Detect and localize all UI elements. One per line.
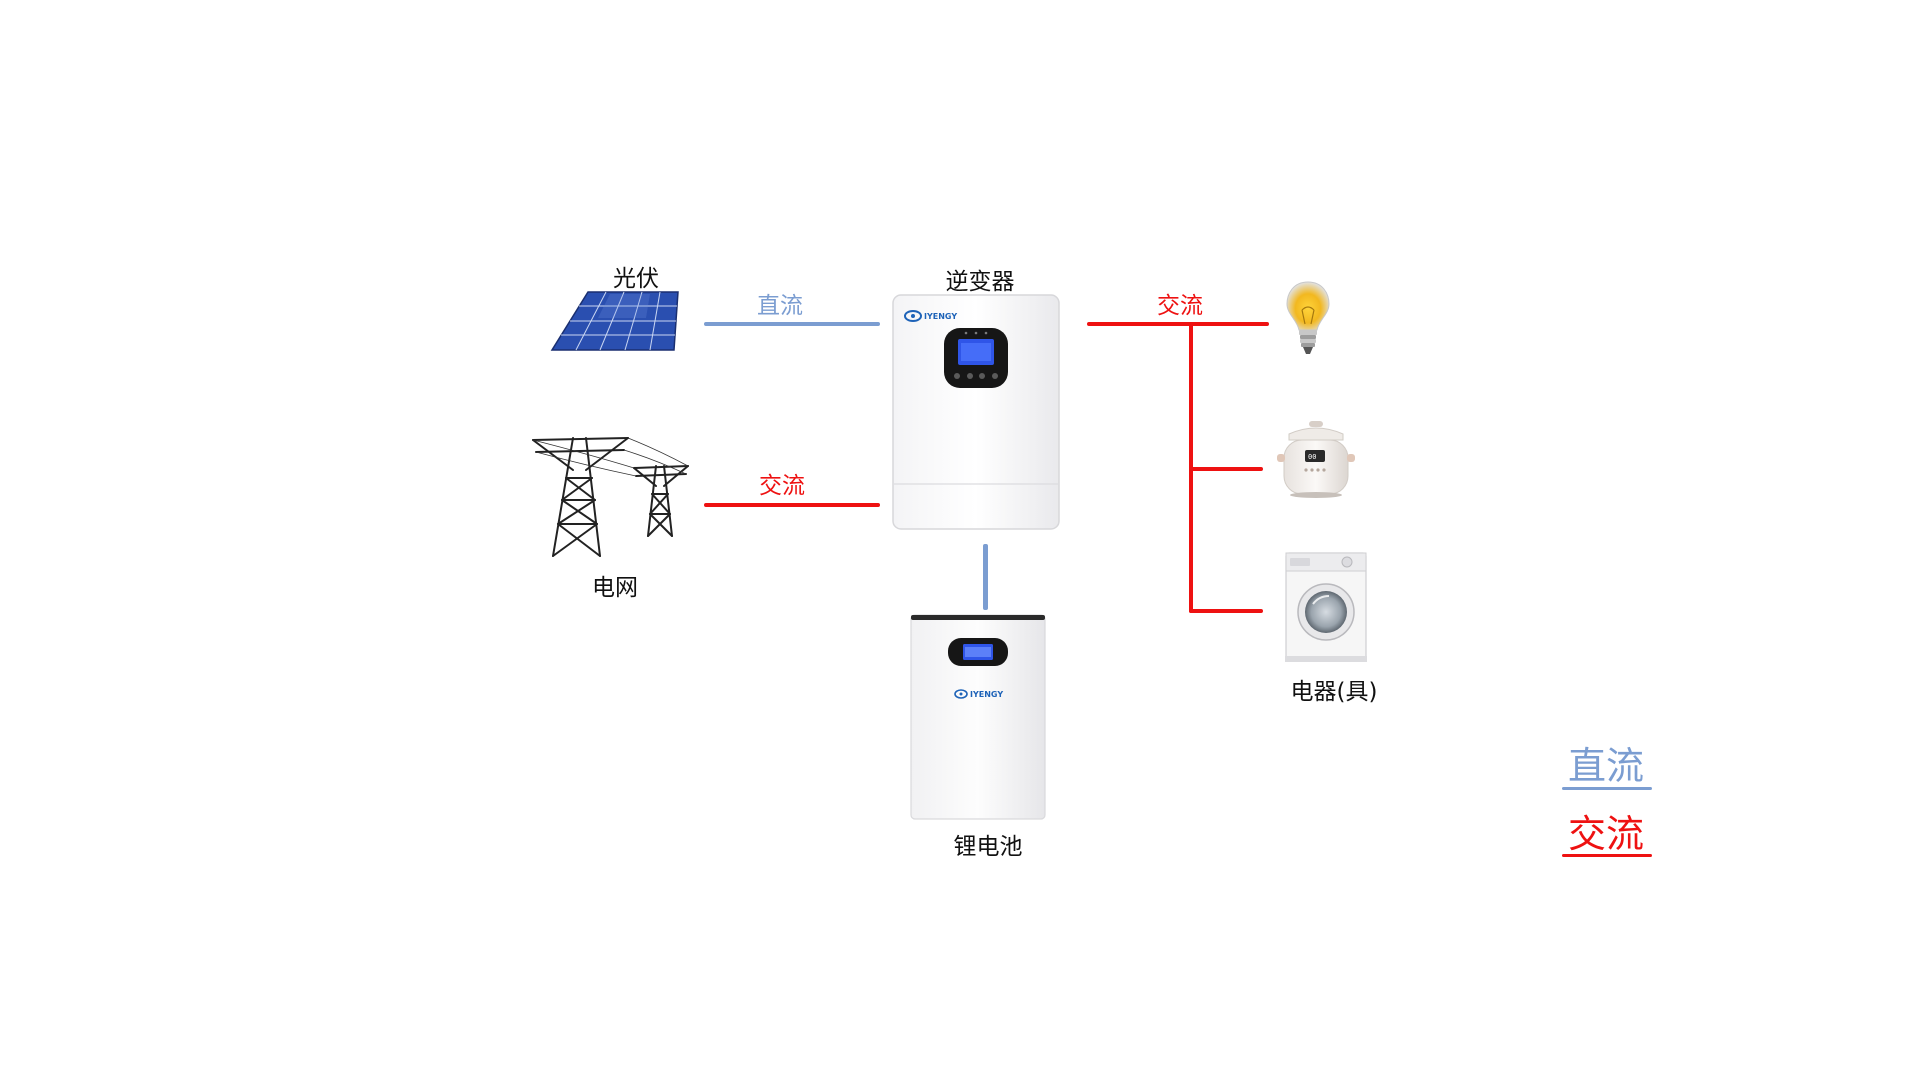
legend-ac-line	[1562, 854, 1652, 857]
pv-label: 光伏	[613, 266, 659, 292]
inverter-label: 逆变器	[945, 269, 1015, 295]
legend-dc-line	[1562, 787, 1652, 790]
legend-dc-text: 直流	[1567, 744, 1645, 788]
dc-line-pv-inverter	[704, 322, 880, 326]
ac-branch-washer	[1189, 609, 1263, 613]
light-bulb-icon	[1286, 281, 1330, 354]
flow-label-load-ac: 交流	[1157, 293, 1203, 319]
svg-text:IYENGY: IYENGY	[970, 690, 1003, 699]
battery-label: 锂电池	[953, 834, 1023, 860]
ac-line-grid-inverter	[704, 503, 880, 507]
washing-machine-icon	[1285, 552, 1367, 662]
grid-label: 电网	[592, 575, 638, 601]
ac-branch-cooker	[1189, 467, 1263, 471]
rice-cooker-icon: 00	[1277, 421, 1355, 498]
appliances-label: 电器(具)	[1290, 679, 1378, 705]
svg-text:IYENGY: IYENGY	[924, 312, 957, 321]
flow-label-pv-dc: 直流	[757, 293, 803, 319]
power-tower-icon	[532, 437, 689, 557]
legend-ac-text: 交流	[1567, 812, 1645, 856]
solar-panel-icon	[550, 291, 679, 351]
dc-line-inverter-battery	[983, 544, 988, 610]
flow-label-grid-ac: 交流	[759, 473, 805, 499]
svg-text:00: 00	[1308, 453, 1316, 461]
inverter-icon: IYENGY	[892, 294, 1060, 530]
battery-cabinet-icon: IYENGY	[910, 614, 1046, 820]
ac-line-inverter-load	[1087, 322, 1269, 326]
